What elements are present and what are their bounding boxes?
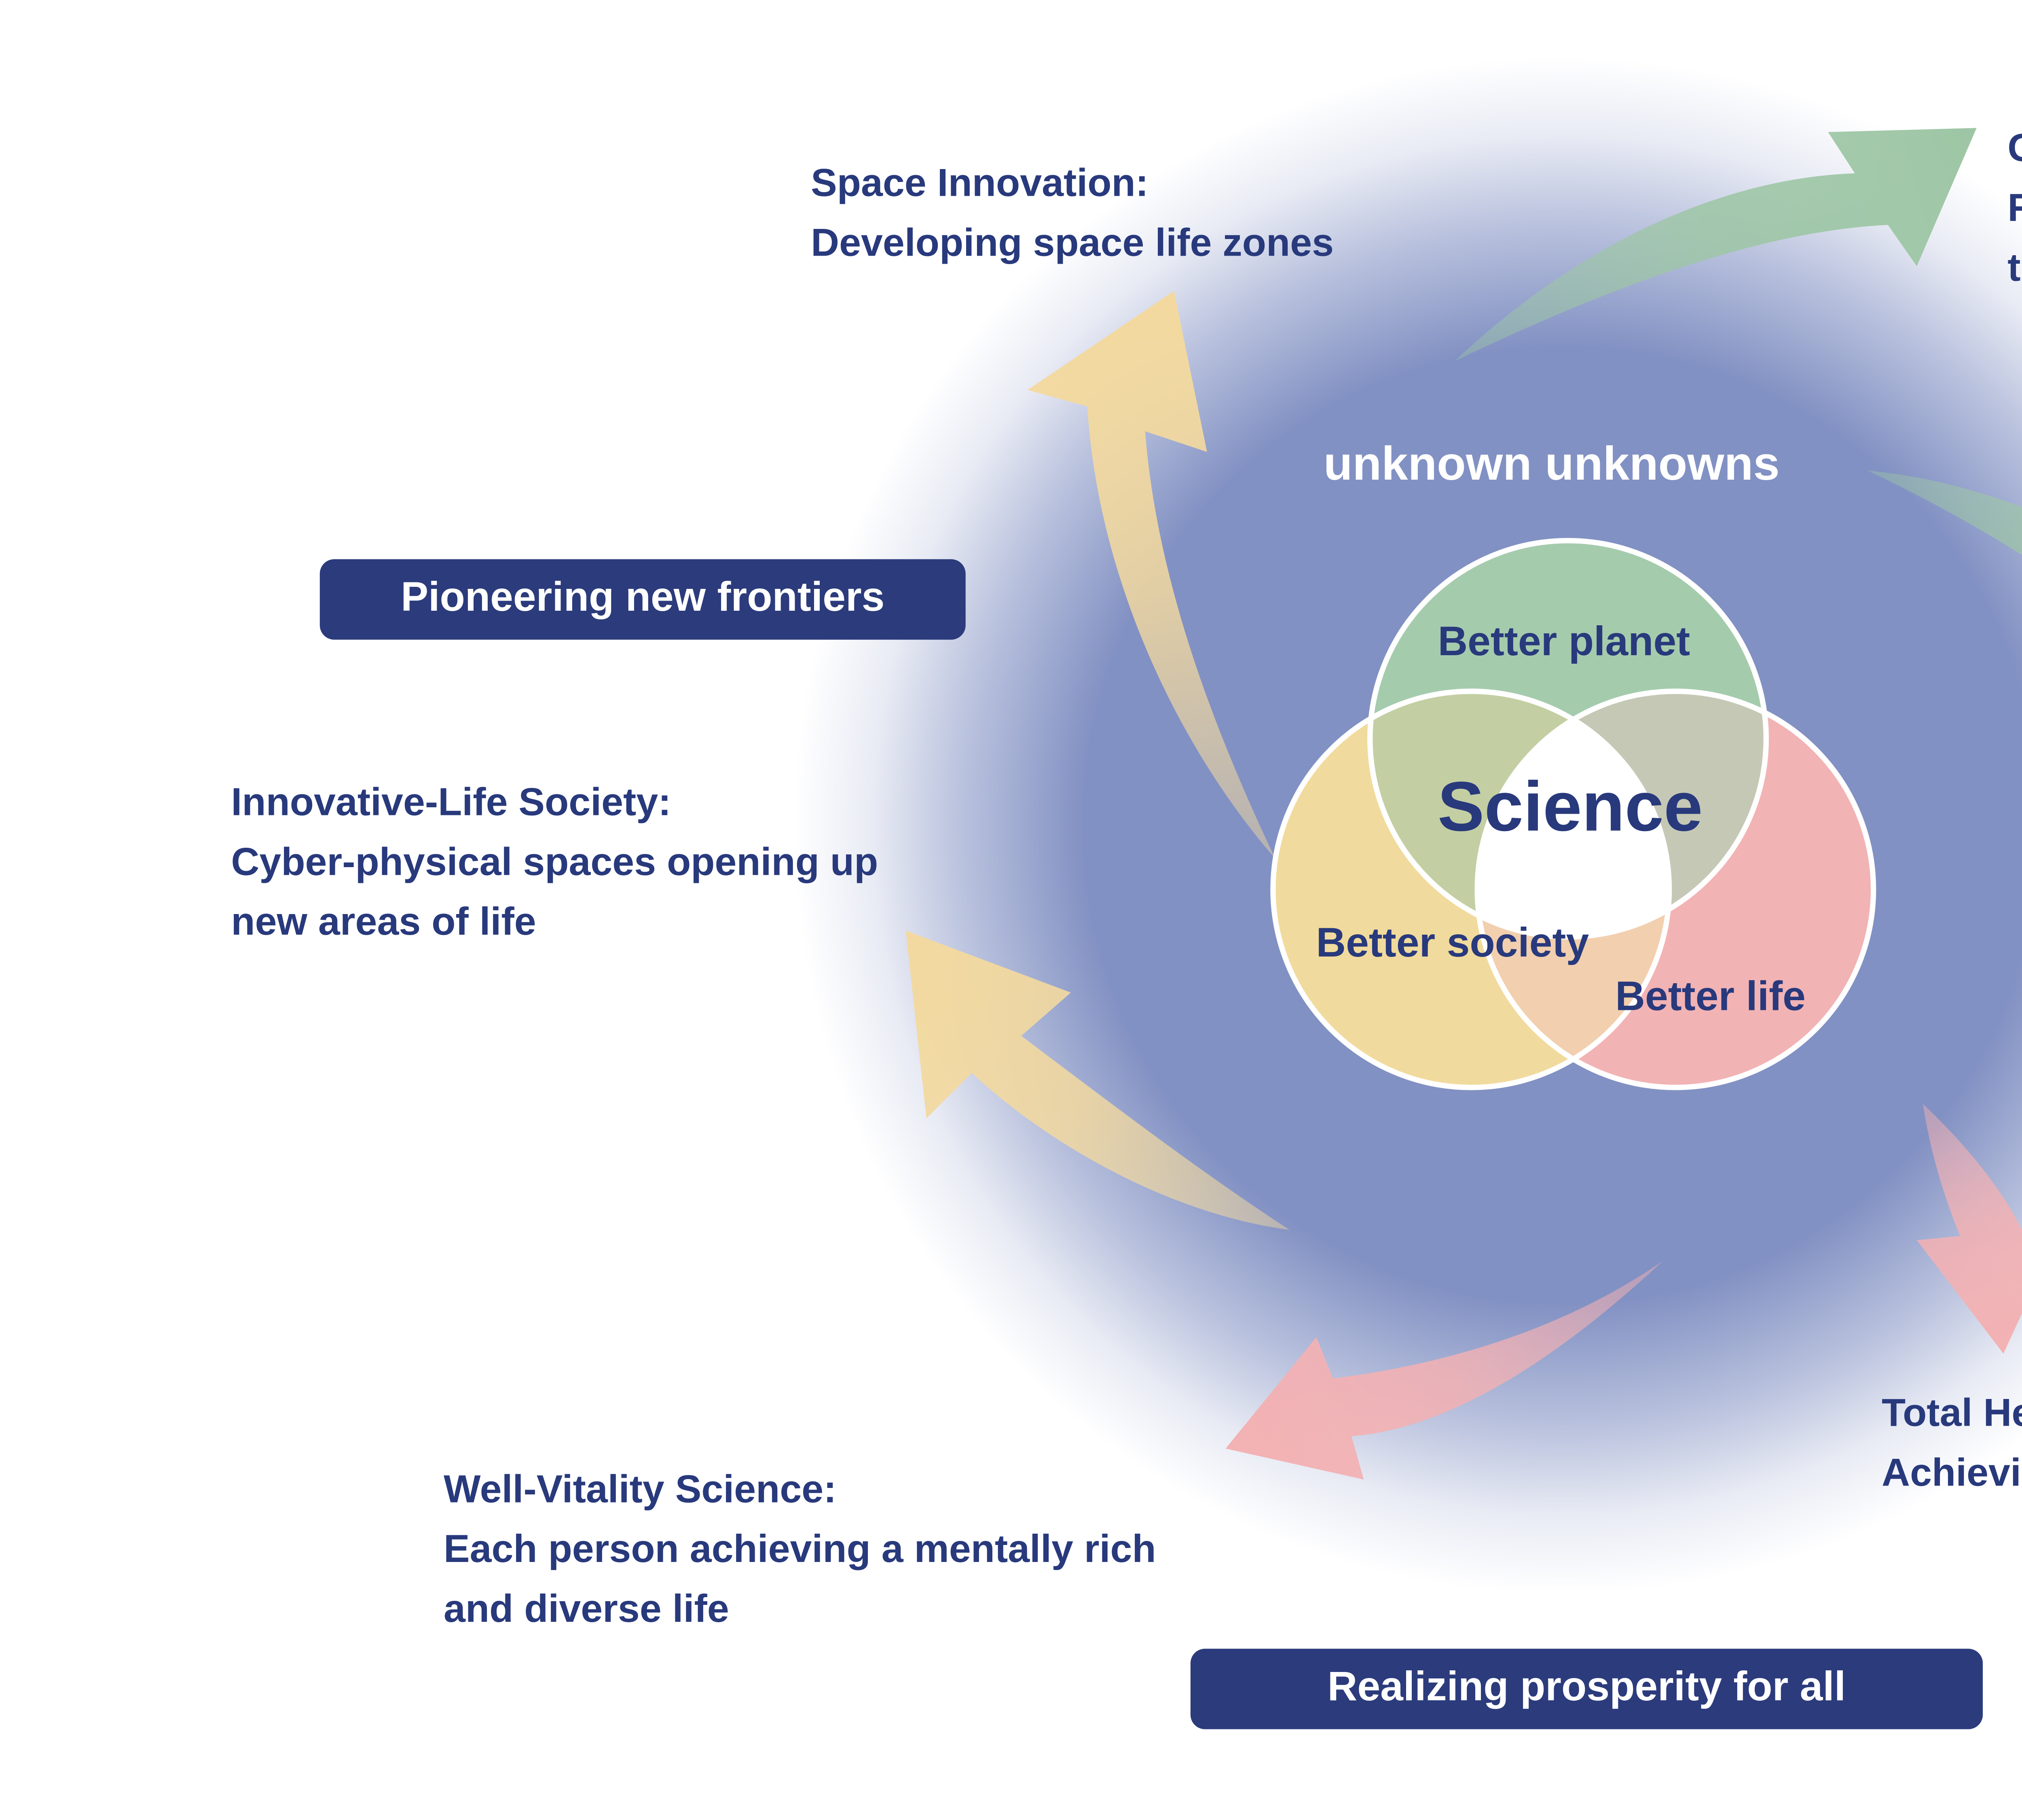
total-health-title: Total Health Design: <box>1882 1393 2022 1437</box>
gx-frontier-line2: to make green transformation a reality <box>2007 248 2022 291</box>
total-health-line1: Achieving the health and wellbeing of al… <box>1882 1452 2022 1496</box>
better-planet-label: Better planet <box>1438 620 1690 666</box>
arrow-yellow-left-icon <box>905 931 1290 1230</box>
better-life-label: Better life <box>1615 975 1806 1020</box>
venn-outline-life <box>1474 688 1876 1090</box>
better-society-label: Better society <box>1316 921 1589 967</box>
venn-outline-society <box>1270 688 1672 1090</box>
well-vitality-label: Well-Vitality Science: Each person achie… <box>444 1461 1156 1640</box>
frontiers-badge: Pioneering new frontiers <box>319 559 966 640</box>
total-health-label: Total Health Design: Achieving the healt… <box>1882 1384 2022 1504</box>
science-label: Science <box>1437 768 1703 847</box>
gx-frontier-title: GX Frontier: <box>2007 120 2022 180</box>
arrow-pink-right-icon <box>1916 1104 2022 1354</box>
arrow-yellow-top-icon <box>1027 291 1275 859</box>
space-innovation-title: Space Innovation: <box>811 163 1149 207</box>
arrow-green-top-icon <box>1454 128 1977 361</box>
space-innovation-line: Developing space life zones <box>811 223 1334 267</box>
innovative-life-line1: Cyber-physical spaces opening up <box>231 842 878 885</box>
venn-diagram <box>1270 538 1876 1090</box>
unknown-unknowns-label: unknown unknowns <box>1323 436 1780 490</box>
well-vitality-title: Well-Vitality Science: <box>443 1469 837 1513</box>
gx-frontier-label: GX Frontier: Realizing cutting-edge scie… <box>2007 120 2022 299</box>
well-vitality-line1: Each person achieving a mentally rich <box>443 1529 1156 1572</box>
space-innovation-label: Space Innovation: Developing space life … <box>811 155 1334 275</box>
arrow-pink-bottom-icon <box>1225 1261 1663 1480</box>
arrow-green-right-icon <box>1867 470 2022 555</box>
venn-outline-planet <box>1367 538 1769 940</box>
innovative-life-line2: new areas of life <box>231 902 536 945</box>
innovative-life-label: Innovative-Life Society: Cyber-physical … <box>231 774 878 953</box>
gx-frontier-line1: Realizing cutting-edge science and techn… <box>2007 180 2022 239</box>
innovative-life-title: Innovative-Life Society: <box>231 782 671 825</box>
well-vitality-line2: and diverse life <box>443 1589 729 1632</box>
prosperity-badge: Realizing prosperity for all <box>1190 1649 1983 1729</box>
